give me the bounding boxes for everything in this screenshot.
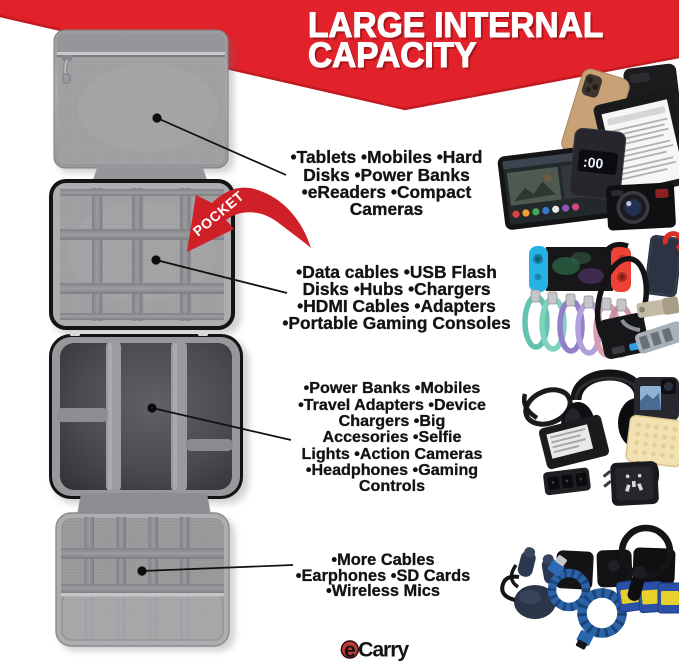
svg-text::00: :00: [582, 154, 604, 172]
svg-text:e: e: [344, 639, 356, 662]
svg-text:Carry: Carry: [358, 638, 409, 661]
